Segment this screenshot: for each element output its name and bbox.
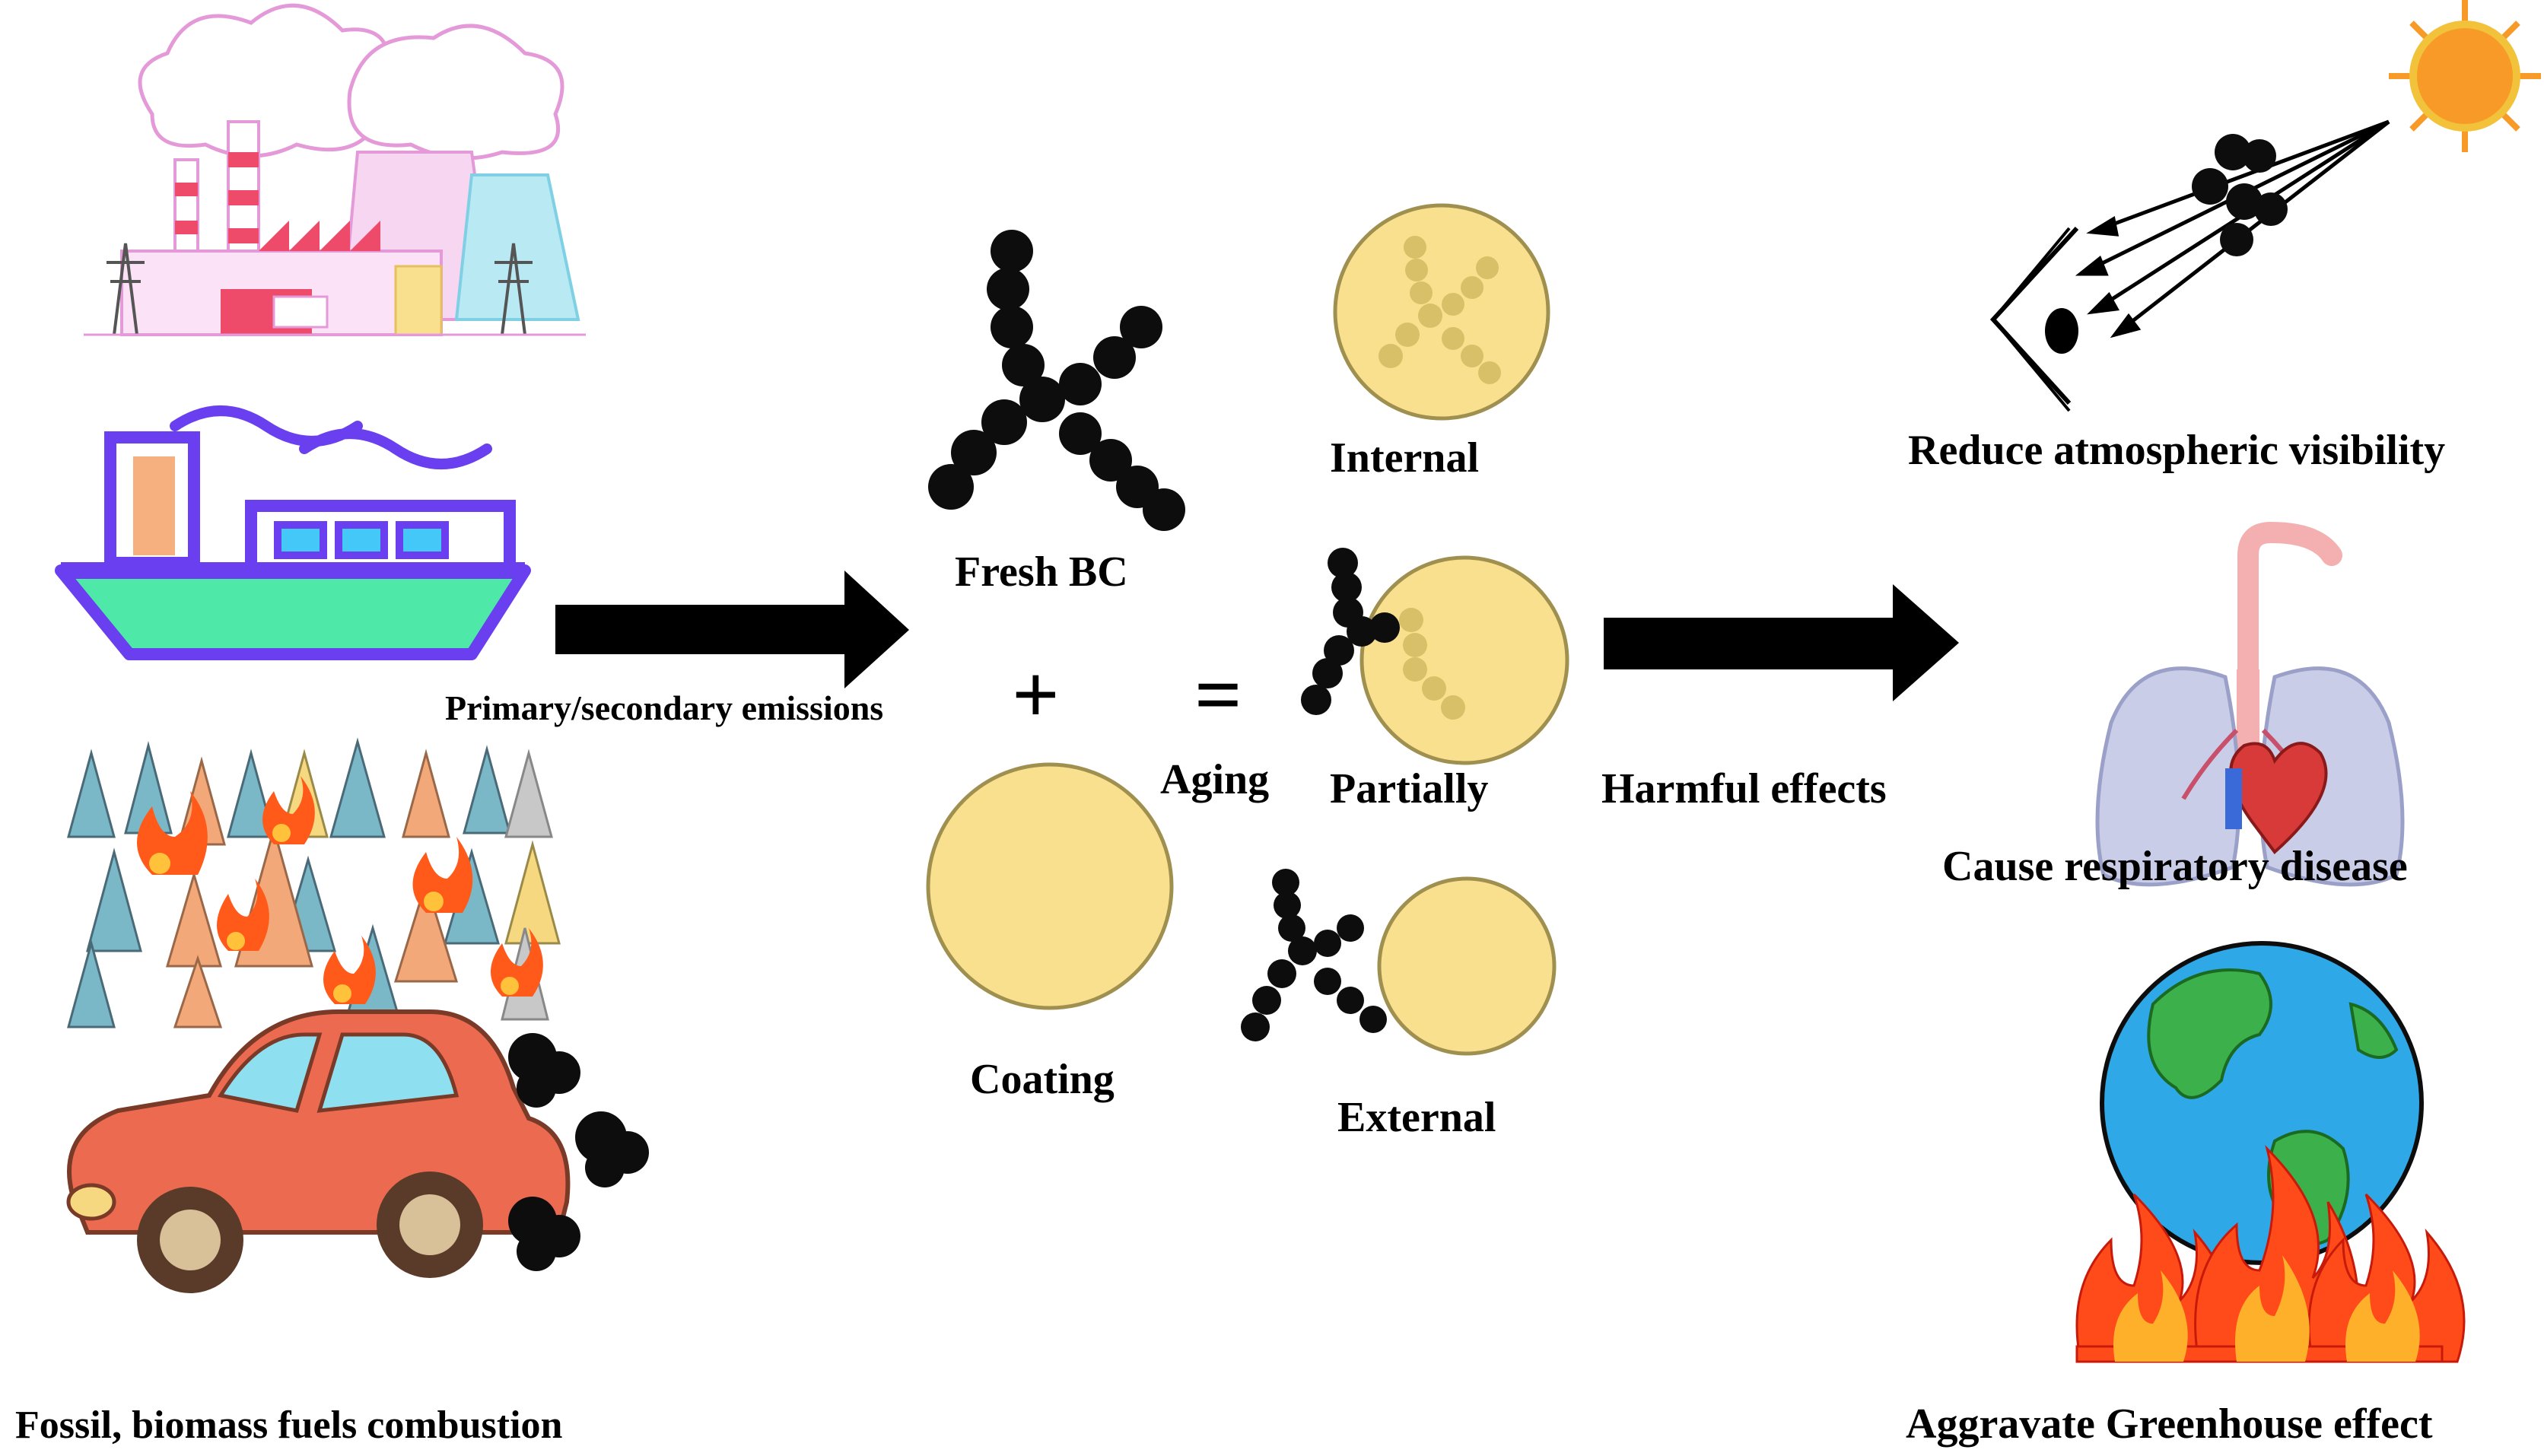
equals-sign: = <box>1194 648 1242 741</box>
fresh-bc-particle <box>928 230 1185 531</box>
car-icon <box>66 1009 649 1293</box>
scattering-bc-particles <box>2192 134 2288 256</box>
external-mixed-particle <box>1241 869 1557 1056</box>
greenhouse-label: Aggravate Greenhouse effect <box>1906 1400 2433 1448</box>
harmful-effects-arrow <box>1604 584 1959 701</box>
sun-icon <box>2389 0 2541 152</box>
internal-label: Internal <box>1330 434 1479 482</box>
emissions-label: Primary/secondary emissions <box>445 688 883 727</box>
lungs-icon <box>2095 521 2405 887</box>
forest-fire-icon <box>67 737 561 1028</box>
fresh-bc-label: Fresh BC <box>955 548 1128 596</box>
aging-label: Aging <box>1160 756 1269 803</box>
external-label: External <box>1337 1094 1496 1141</box>
factory-icon <box>84 3 586 336</box>
partially-mixed-particle <box>1301 548 1569 765</box>
burning-globe-icon <box>2075 941 2466 1363</box>
visibility-label: Reduce atmospheric visibility <box>1908 427 2445 474</box>
internal-mixed-particle <box>1333 203 1550 421</box>
emission-arrow <box>555 571 909 688</box>
coating-label: Coating <box>970 1056 1115 1103</box>
partially-label: Partially <box>1330 765 1488 812</box>
coating-particle <box>926 762 1174 1010</box>
sources-label: Fossil, biomass fuels combustion <box>15 1404 563 1447</box>
plus-sign: + <box>1012 648 1060 741</box>
ship-icon <box>55 405 531 660</box>
soot-icon <box>508 1033 649 1271</box>
eye-icon <box>1989 226 2079 412</box>
harmful-effects-label: Harmful effects <box>1601 765 1887 812</box>
respiratory-label: Cause respiratory disease <box>1942 843 2408 890</box>
